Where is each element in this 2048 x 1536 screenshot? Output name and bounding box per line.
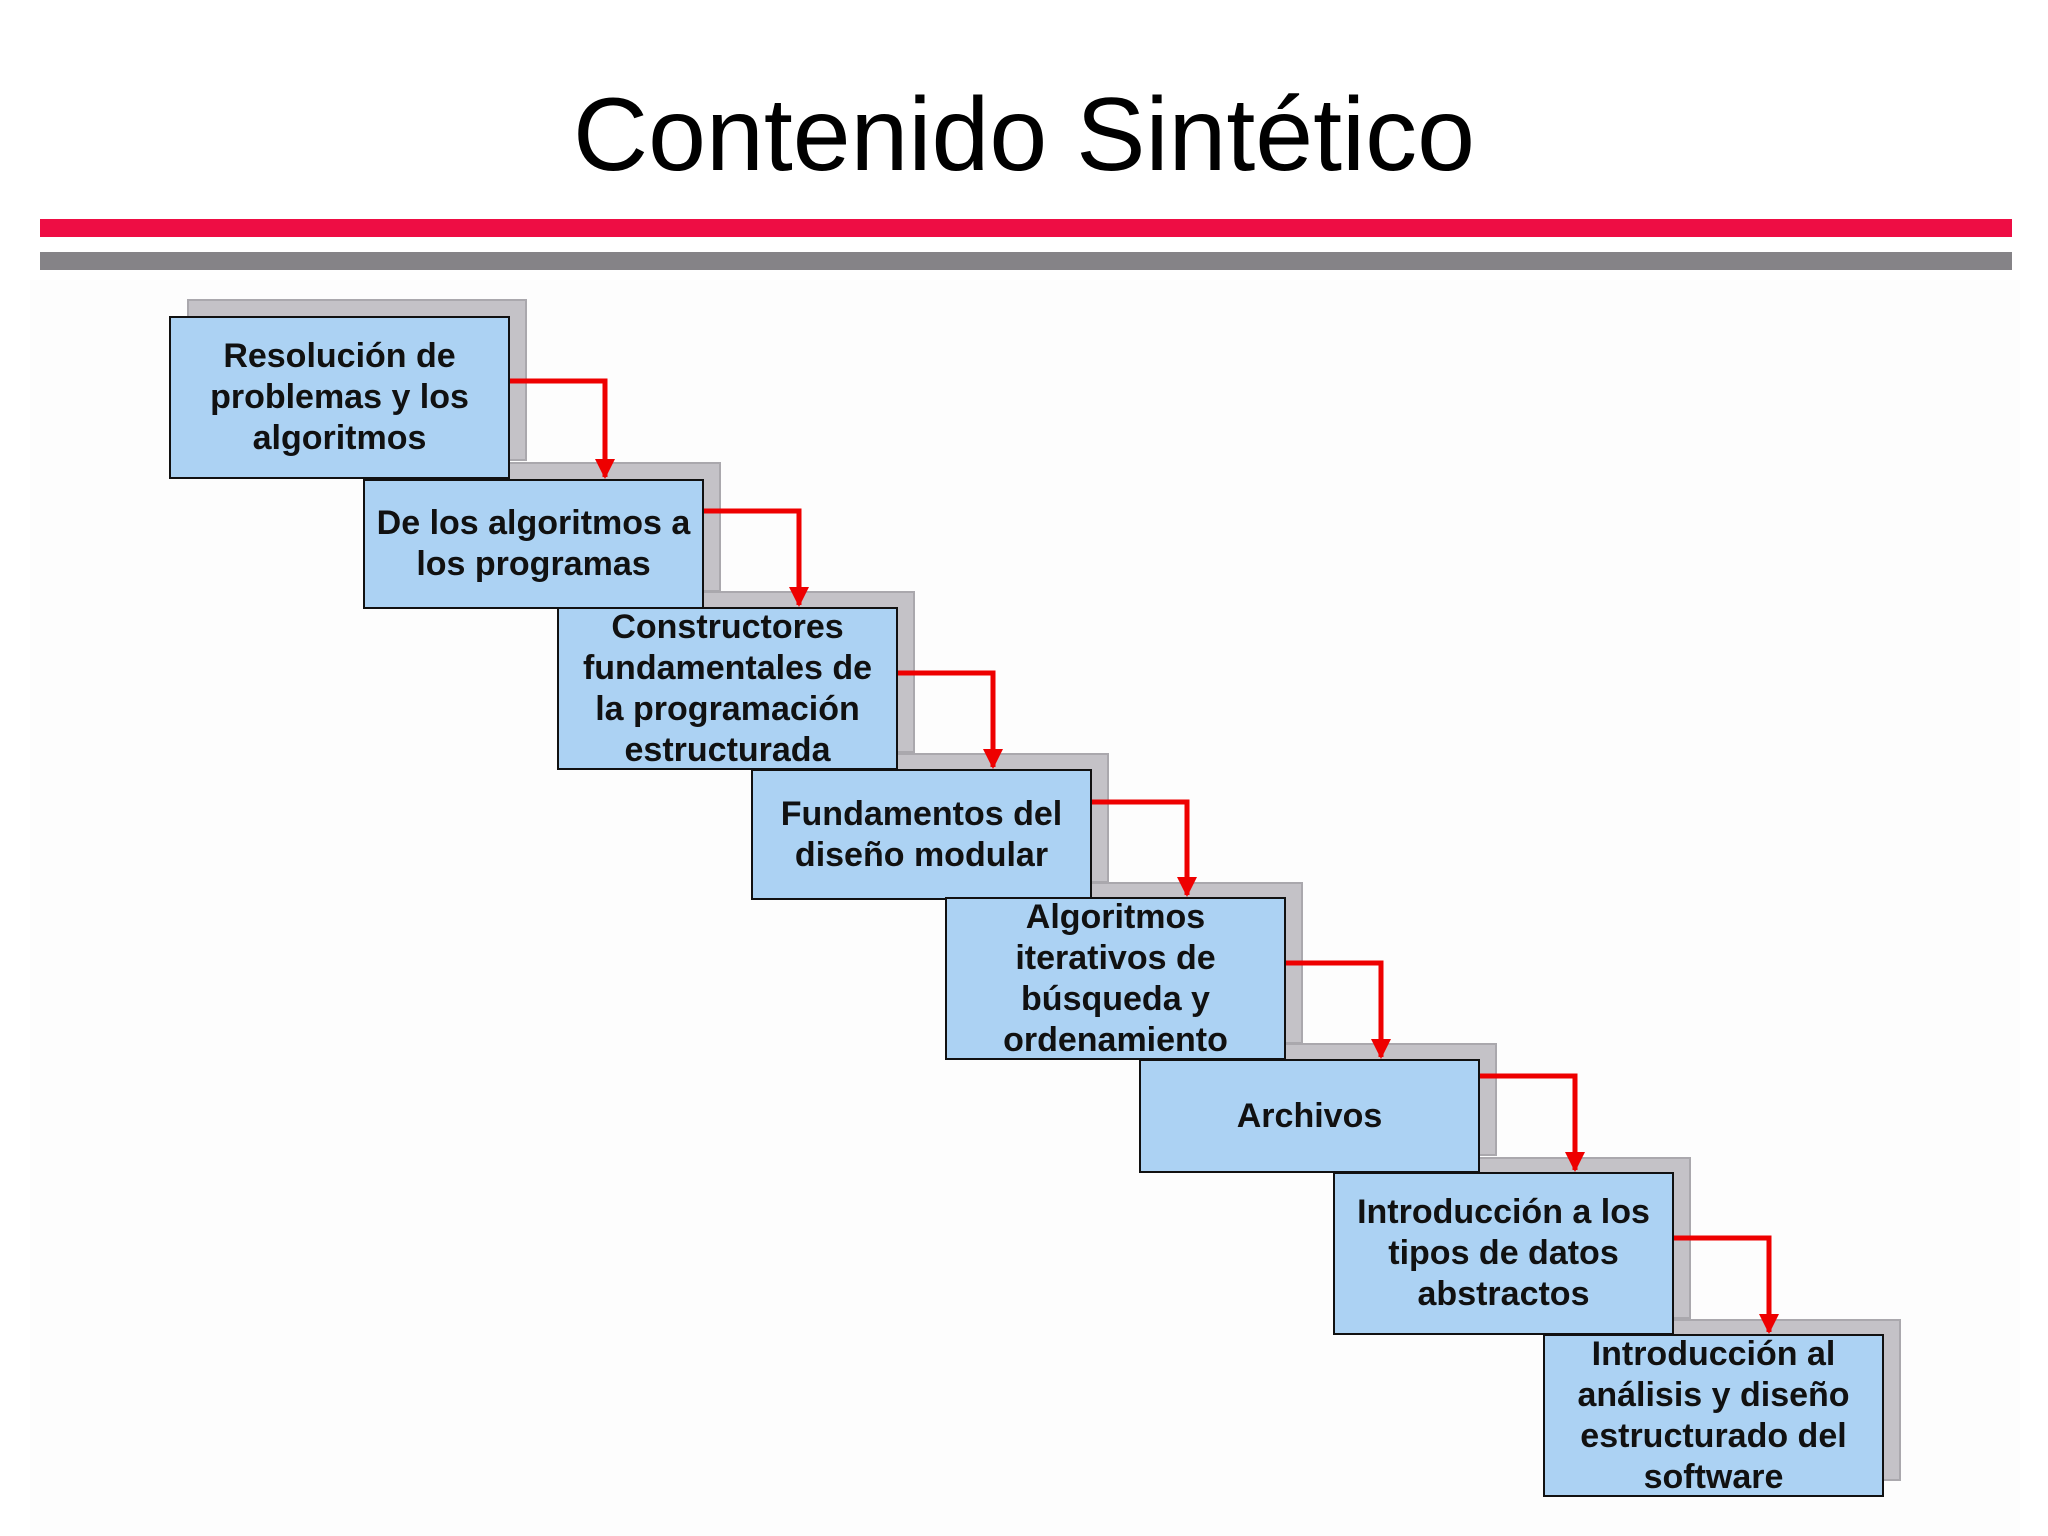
step-box-7: Introducción a los tipos de datos abstra… [1333, 1172, 1674, 1335]
step-box-4: Fundamentos del diseño modular [751, 769, 1092, 900]
step-label: Fundamentos del diseño modular [780, 794, 1063, 874]
step-box-6: Archivos [1139, 1059, 1480, 1173]
step-box-8: Introducción al análisis y diseño estruc… [1543, 1334, 1884, 1497]
step-label: Constructores fundamentales de la progra… [582, 607, 873, 769]
title-rule-gray [40, 252, 2012, 270]
step-label: Algoritmos iterativos de búsqueda y orde… [1003, 897, 1228, 1059]
step-box-1: Resolución de problemas y los algoritmos [169, 316, 510, 479]
step-box-2: De los algoritmos a los programas [363, 479, 704, 609]
step-label: Introducción a los tipos de datos abstra… [1357, 1193, 1650, 1313]
step-label: Archivos [1236, 1096, 1383, 1135]
step-box-5: Algoritmos iterativos de búsqueda y orde… [945, 897, 1286, 1060]
step-label: Introducción al análisis y diseño estruc… [1577, 1334, 1850, 1496]
slide-title: Contenido Sintético [573, 77, 1475, 193]
title-rule-red [40, 219, 2012, 237]
step-label: Resolución de problemas y los algoritmos [210, 337, 469, 457]
step-box-3: Constructores fundamentales de la progra… [557, 607, 898, 770]
step-label: De los algoritmos a los programas [376, 504, 691, 583]
